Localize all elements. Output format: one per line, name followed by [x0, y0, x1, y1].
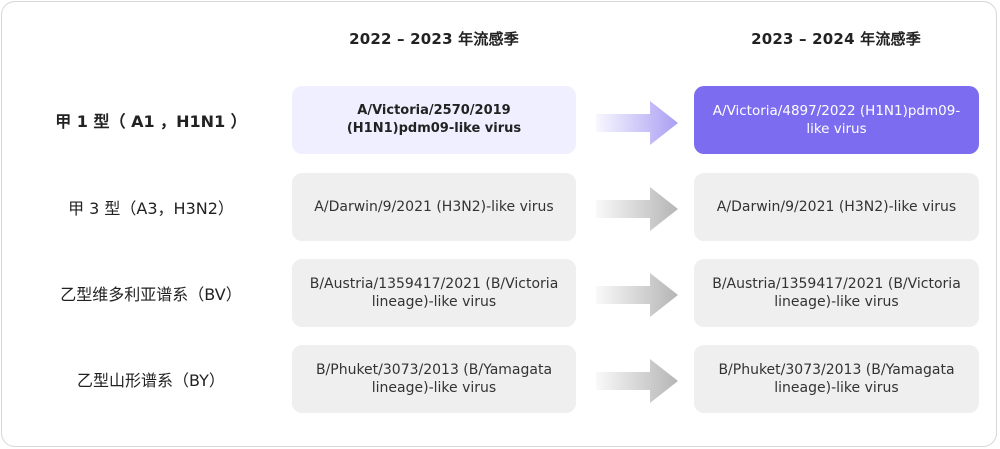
strain-h1n1-2023-2024: A/Victoria/4897/2022 (H1N1)pdm09-like vi… [694, 86, 979, 154]
arrow-right-icon [596, 101, 678, 145]
arrow-right-icon [596, 359, 678, 403]
strain-h3n2-2023-2024: A/Darwin/9/2021 (H3N2)-like virus [694, 173, 979, 241]
strain-bv-2022-2023: B/Austria/1359417/2021 (B/Victoria linea… [292, 259, 576, 327]
arrow-right-icon [596, 273, 678, 317]
strain-by-2022-2023: B/Phuket/3073/2013 (B/Yamagata lineage)-… [292, 345, 576, 413]
row-label-h3n2: 甲 3 型（A3，H3N2） [68, 199, 234, 218]
column-header-2022-2023: 2022 – 2023 年流感季 [349, 30, 519, 48]
strain-bv-2023-2024: B/Austria/1359417/2021 (B/Victoria linea… [694, 259, 979, 327]
strain-h3n2-2022-2023: A/Darwin/9/2021 (H3N2)-like virus [292, 173, 576, 241]
row-label-by: 乙型山形谱系（BY） [77, 371, 225, 390]
column-header-2023-2024: 2023 – 2024 年流感季 [751, 30, 921, 48]
row-label-h1n1: 甲 1 型（ A1 ，H1N1 ） [55, 112, 247, 131]
row-label-bv: 乙型维多利亚谱系（BV） [60, 285, 242, 304]
strain-h1n1-2022-2023: A/Victoria/2570/2019 (H1N1)pdm09-like vi… [292, 86, 576, 154]
strain-by-2023-2024: B/Phuket/3073/2013 (B/Yamagata lineage)-… [694, 345, 979, 413]
arrow-right-icon [596, 187, 678, 231]
